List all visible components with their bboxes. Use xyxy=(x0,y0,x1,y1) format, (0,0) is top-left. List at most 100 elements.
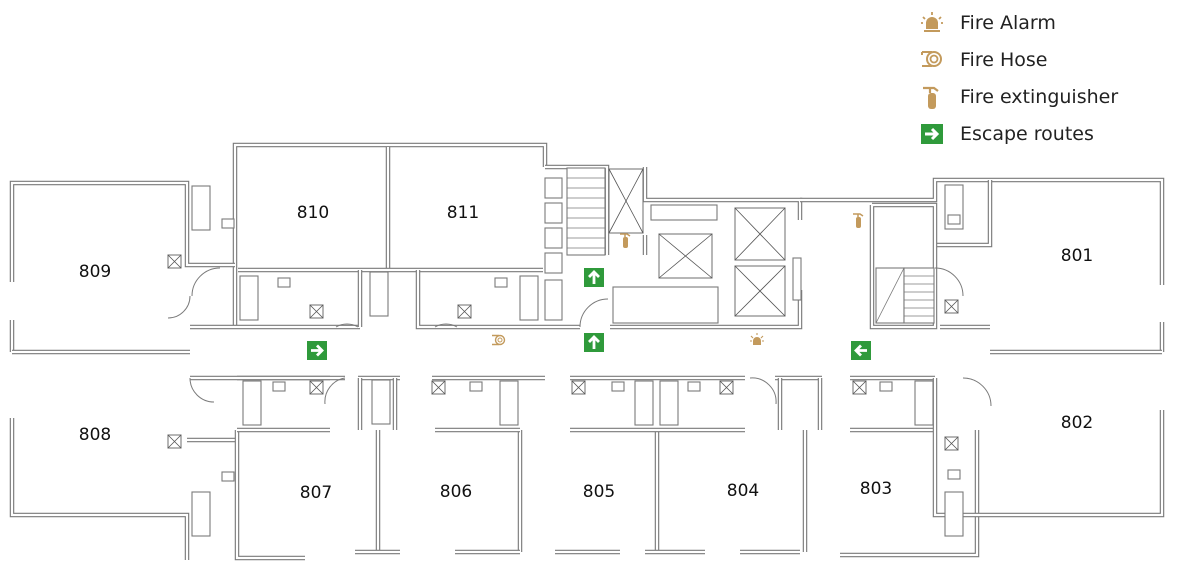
room-802[interactable]: 802 xyxy=(1061,413,1093,433)
shaft-cross xyxy=(571,380,586,395)
bell xyxy=(753,337,761,345)
room-801[interactable]: 801 xyxy=(1061,246,1093,266)
wall xyxy=(416,270,580,329)
fire-hose-icon xyxy=(921,50,942,67)
room-808[interactable]: 808 xyxy=(79,425,111,445)
room-804[interactable]: 804 xyxy=(727,481,759,501)
bathtub xyxy=(944,491,964,537)
wall xyxy=(800,178,1164,285)
shaft-cross xyxy=(875,267,905,324)
fire-hose-icon xyxy=(492,334,506,346)
post xyxy=(792,257,802,301)
wall xyxy=(935,180,992,247)
stairs xyxy=(903,267,935,324)
wall xyxy=(840,430,979,557)
room-805[interactable]: 805 xyxy=(583,482,615,502)
safety-icons xyxy=(307,213,871,360)
legend-label: Fire extinguisher xyxy=(960,85,1119,108)
wall xyxy=(990,410,1164,517)
fire-extinguisher-icon xyxy=(853,213,864,228)
legend: Fire Alarm Fire Hose Fire extinguisher E… xyxy=(920,4,1118,152)
bathtub xyxy=(191,185,211,231)
fixtures xyxy=(167,167,992,537)
reel xyxy=(497,337,503,343)
stairs xyxy=(566,167,606,256)
door-swing xyxy=(335,323,359,328)
arrow xyxy=(854,344,867,357)
shaft-cross xyxy=(658,233,713,279)
room-810[interactable]: 810 xyxy=(297,203,329,223)
shaft-cross xyxy=(944,299,959,314)
walls xyxy=(9,142,1165,561)
toilet xyxy=(947,469,961,480)
door-swing xyxy=(434,323,458,328)
room-811[interactable]: 811 xyxy=(447,203,479,223)
cabinet xyxy=(544,227,563,249)
toilet xyxy=(221,218,235,229)
escape-route-icon xyxy=(307,341,327,360)
toilet xyxy=(277,277,291,288)
legend-label: Fire Alarm xyxy=(960,11,1056,34)
fire-extinguisher-icon xyxy=(620,233,631,248)
bathtub xyxy=(371,379,391,425)
arrow xyxy=(311,344,324,357)
bathtub xyxy=(634,380,654,426)
toilet xyxy=(687,381,701,392)
rays xyxy=(750,333,764,342)
nozzle xyxy=(853,213,864,217)
room-809[interactable]: 809 xyxy=(79,262,111,282)
wall xyxy=(800,177,1165,285)
arrow xyxy=(588,335,600,349)
shaft-cross xyxy=(457,304,472,319)
bathtub xyxy=(499,380,519,426)
room-807[interactable]: 807 xyxy=(300,483,332,503)
toilet xyxy=(879,381,893,392)
legend-fire-alarm: Fire Alarm xyxy=(920,4,1118,41)
shaft-cross xyxy=(431,380,446,395)
wall xyxy=(233,143,547,327)
legend-label: Fire Hose xyxy=(960,48,1048,71)
wall xyxy=(643,167,802,220)
legend-label: Escape routes xyxy=(960,122,1094,145)
fire-alarm-icon xyxy=(921,11,943,32)
fire-alarm-icon xyxy=(750,333,764,345)
shaft-cross xyxy=(608,168,644,234)
wall xyxy=(545,165,609,255)
bathtub xyxy=(369,271,389,317)
escape-route-icon xyxy=(584,333,604,352)
toilet xyxy=(494,277,508,288)
cabinet xyxy=(544,202,563,224)
shaft-cross xyxy=(309,304,324,319)
wall xyxy=(234,430,305,561)
wall xyxy=(10,181,235,282)
shaft-cross xyxy=(167,434,182,449)
fire-extinguisher-icon xyxy=(923,86,939,109)
shaft-cross xyxy=(944,436,959,451)
door-swing xyxy=(167,295,191,319)
cabinet xyxy=(544,279,563,321)
door-swing xyxy=(749,377,777,405)
wall xyxy=(610,290,802,329)
bathtub xyxy=(239,275,259,321)
shaft-cross xyxy=(309,380,324,395)
door-swing xyxy=(189,377,215,403)
bathtub xyxy=(519,275,539,321)
wall xyxy=(10,418,189,560)
door-swing xyxy=(191,267,221,297)
wall xyxy=(870,203,937,329)
toilet xyxy=(611,381,625,392)
room-labels: 810 811 809 808 801 802 807 806 805 804 … xyxy=(79,203,1093,503)
escape-route-icon xyxy=(921,123,943,144)
escape-route-icon xyxy=(851,341,871,360)
cabinet xyxy=(544,177,563,199)
room-803[interactable]: 803 xyxy=(860,479,892,499)
shaft-cross xyxy=(719,380,734,395)
door-swing xyxy=(579,298,609,328)
counter xyxy=(612,286,719,324)
shaft-cross xyxy=(734,207,786,261)
room-806[interactable]: 806 xyxy=(440,482,472,502)
bathtub xyxy=(659,380,679,426)
cabinet xyxy=(544,252,563,274)
wall xyxy=(933,378,990,517)
arrow xyxy=(588,270,600,284)
